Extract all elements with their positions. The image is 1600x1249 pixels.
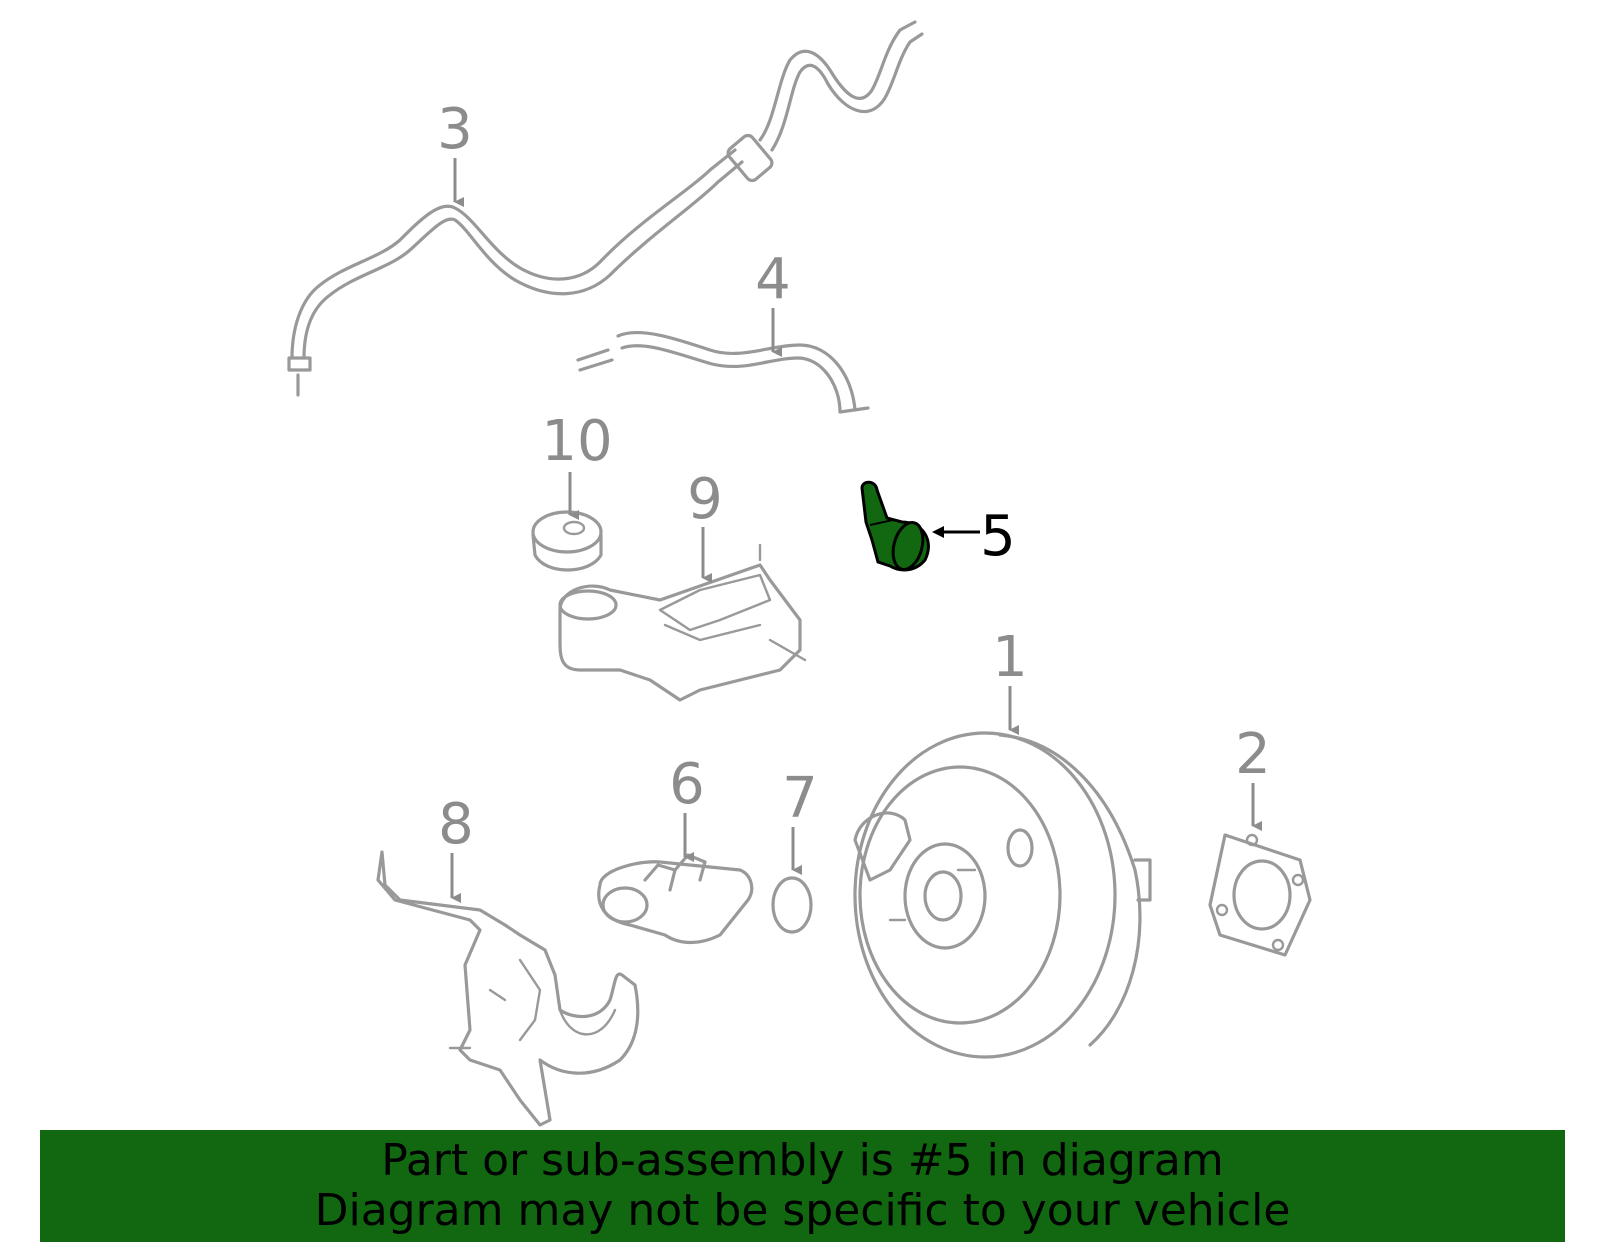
- part-10-reservoir-cap[interactable]: [531, 510, 603, 572]
- callout-7: 7: [782, 766, 818, 831]
- callout-10: 10: [541, 409, 612, 474]
- part-8-bracket[interactable]: [376, 850, 640, 1127]
- part-3-vacuum-hose[interactable]: [287, 20, 924, 397]
- callout-leaders: [450, 158, 1262, 903]
- callout-labels: 3 4 10 9 5 1 2 6 7 8: [437, 97, 1271, 857]
- part-2-gasket[interactable]: [1208, 833, 1312, 957]
- banner-line-1: Part or sub-assembly is #5 in diagram: [381, 1135, 1224, 1186]
- part-9-fluid-reservoir[interactable]: [558, 543, 807, 702]
- callout-4: 4: [755, 247, 791, 312]
- info-banner: Part or sub-assembly is #5 in diagram Di…: [40, 1130, 1565, 1242]
- part-5-check-valve[interactable]: [860, 480, 930, 573]
- callout-5: 5: [980, 504, 1016, 569]
- part-1-brake-booster[interactable]: [853, 731, 1152, 1059]
- callout-6: 6: [669, 752, 705, 817]
- callout-1: 1: [992, 625, 1028, 690]
- leader-5-arrowhead: [932, 526, 944, 538]
- callout-2: 2: [1235, 722, 1271, 787]
- part-7-o-ring[interactable]: [771, 876, 813, 934]
- banner-line-2: Diagram may not be specific to your vehi…: [314, 1185, 1291, 1236]
- callout-8: 8: [438, 792, 474, 857]
- callout-3: 3: [437, 97, 473, 162]
- callout-9: 9: [687, 467, 723, 532]
- part-6-master-cylinder[interactable]: [597, 853, 754, 945]
- part-4-hose[interactable]: [576, 331, 870, 414]
